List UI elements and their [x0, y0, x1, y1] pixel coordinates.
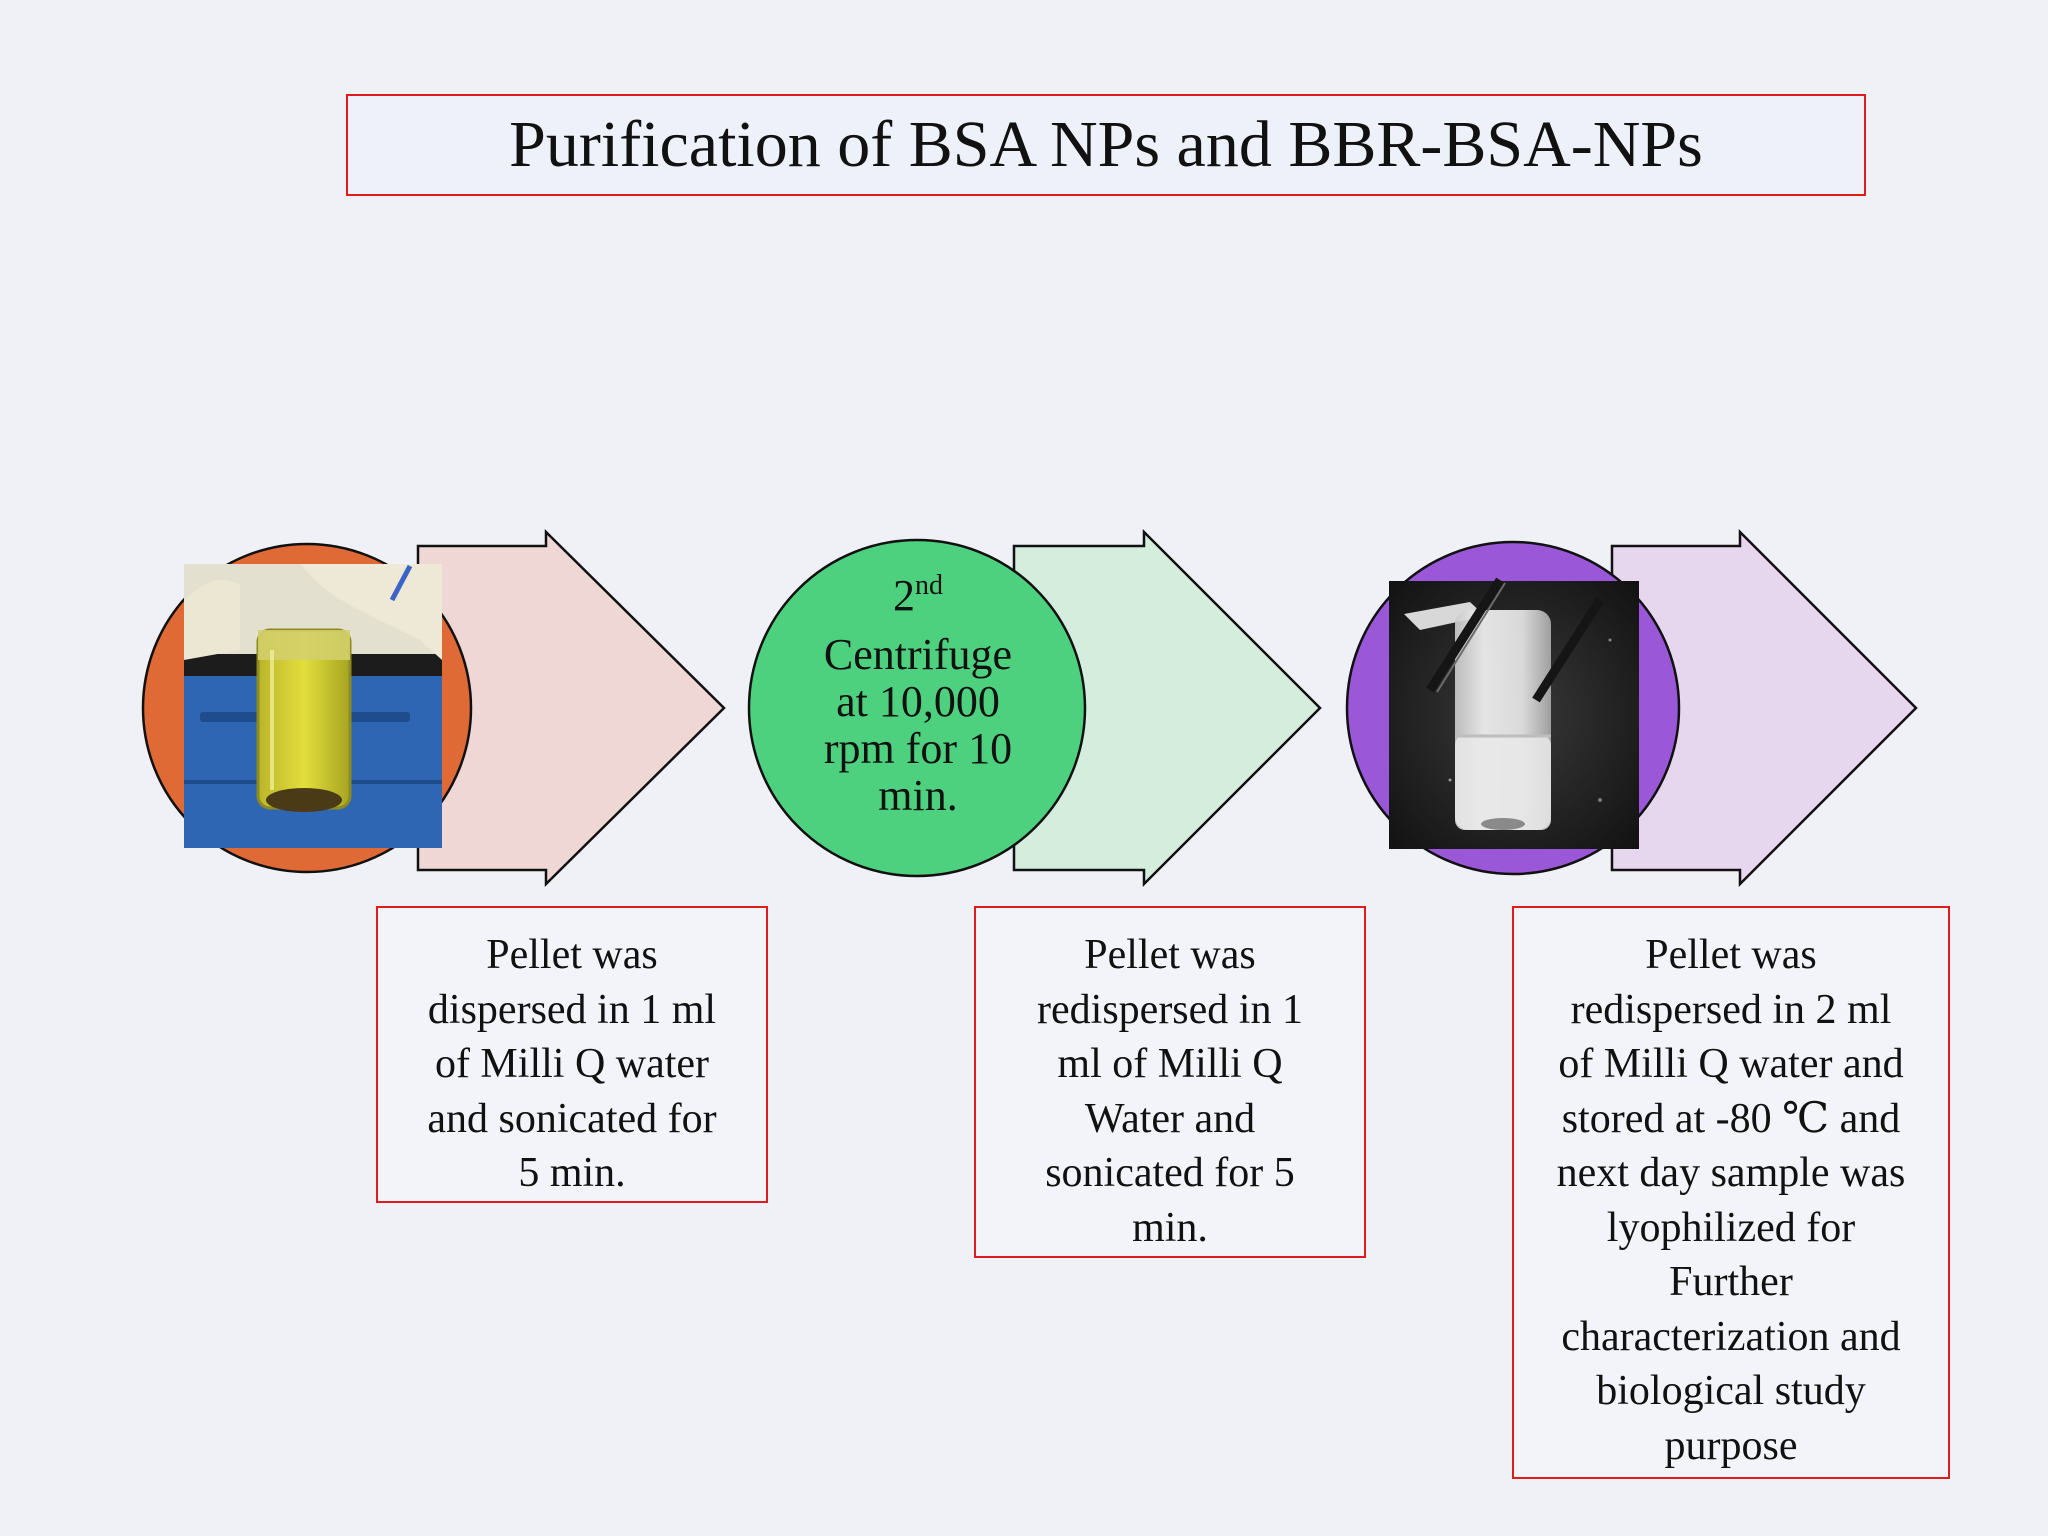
step3-description-line: biological study	[1596, 1368, 1866, 1414]
step2-description-box: Pellet was redispersed in 1 ml of Milli …	[974, 906, 1366, 1258]
step2-circle	[747, 538, 1087, 878]
step1-description-line: and sonicated for	[427, 1095, 717, 1142]
step3-description-line: redispersed in 2 ml	[1570, 986, 1892, 1033]
step2-ordinal: 2nd	[748, 570, 1088, 620]
step1-description-line: Pellet was	[486, 932, 658, 978]
step3-description-line: Pellet was	[1645, 932, 1817, 978]
step3-description-line: of Milli Q water and	[1558, 1041, 1904, 1087]
step2-label-line: min.	[878, 771, 958, 820]
step2-label: 2nd Centrifuge at 10,000 rpm for 10 min.	[748, 570, 1088, 820]
step3-description-line: stored at -80 ℃ and	[1561, 1095, 1901, 1142]
step1-description-line: dispersed in 1 ml	[427, 986, 717, 1033]
step3-description-box: Pellet was redispersed in 2 ml of Milli …	[1512, 906, 1950, 1479]
microtube-photo	[1389, 577, 1639, 849]
step3-description-line: characterization and	[1561, 1313, 1901, 1360]
step2-label-line: at 10,000	[836, 677, 1000, 726]
step3-description-line: next day sample was	[1556, 1150, 1906, 1196]
slide-title: Purification of BSA NPs and BBR-BSA-NPs	[509, 108, 1703, 181]
step2-label-line: Centrifuge	[823, 630, 1013, 679]
test-tube-photo	[184, 564, 442, 848]
step2-description-line: sonicated for 5	[1045, 1150, 1295, 1196]
step2-arrow	[1012, 528, 1322, 888]
step2-number: 2	[893, 571, 915, 620]
step3-arrow	[1610, 528, 1918, 888]
step1-description-line: 5 min.	[518, 1150, 626, 1196]
step1-arrow	[416, 529, 726, 887]
step2-description-line: Pellet was	[1084, 932, 1256, 978]
step1-description-line: of Milli Q water	[434, 1041, 710, 1087]
step2-description-line: ml of Milli Q	[1057, 1041, 1283, 1087]
step3-description-line: Further	[1669, 1259, 1793, 1305]
step3-description-line: lyophilized for	[1606, 1204, 1856, 1251]
step2-description-line: redispersed in 1	[1037, 986, 1303, 1033]
step2-label-line: rpm for 10	[823, 724, 1013, 773]
step2-suffix: nd	[915, 570, 943, 601]
step1-description-box: Pellet was dispersed in 1 ml of Milli Q …	[376, 906, 768, 1203]
step2-description-line: min.	[1132, 1204, 1208, 1251]
step3-description-line: purpose	[1664, 1422, 1798, 1469]
title-box: Purification of BSA NPs and BBR-BSA-NPs	[346, 94, 1866, 196]
step2-description-line: Water and	[1084, 1095, 1256, 1142]
